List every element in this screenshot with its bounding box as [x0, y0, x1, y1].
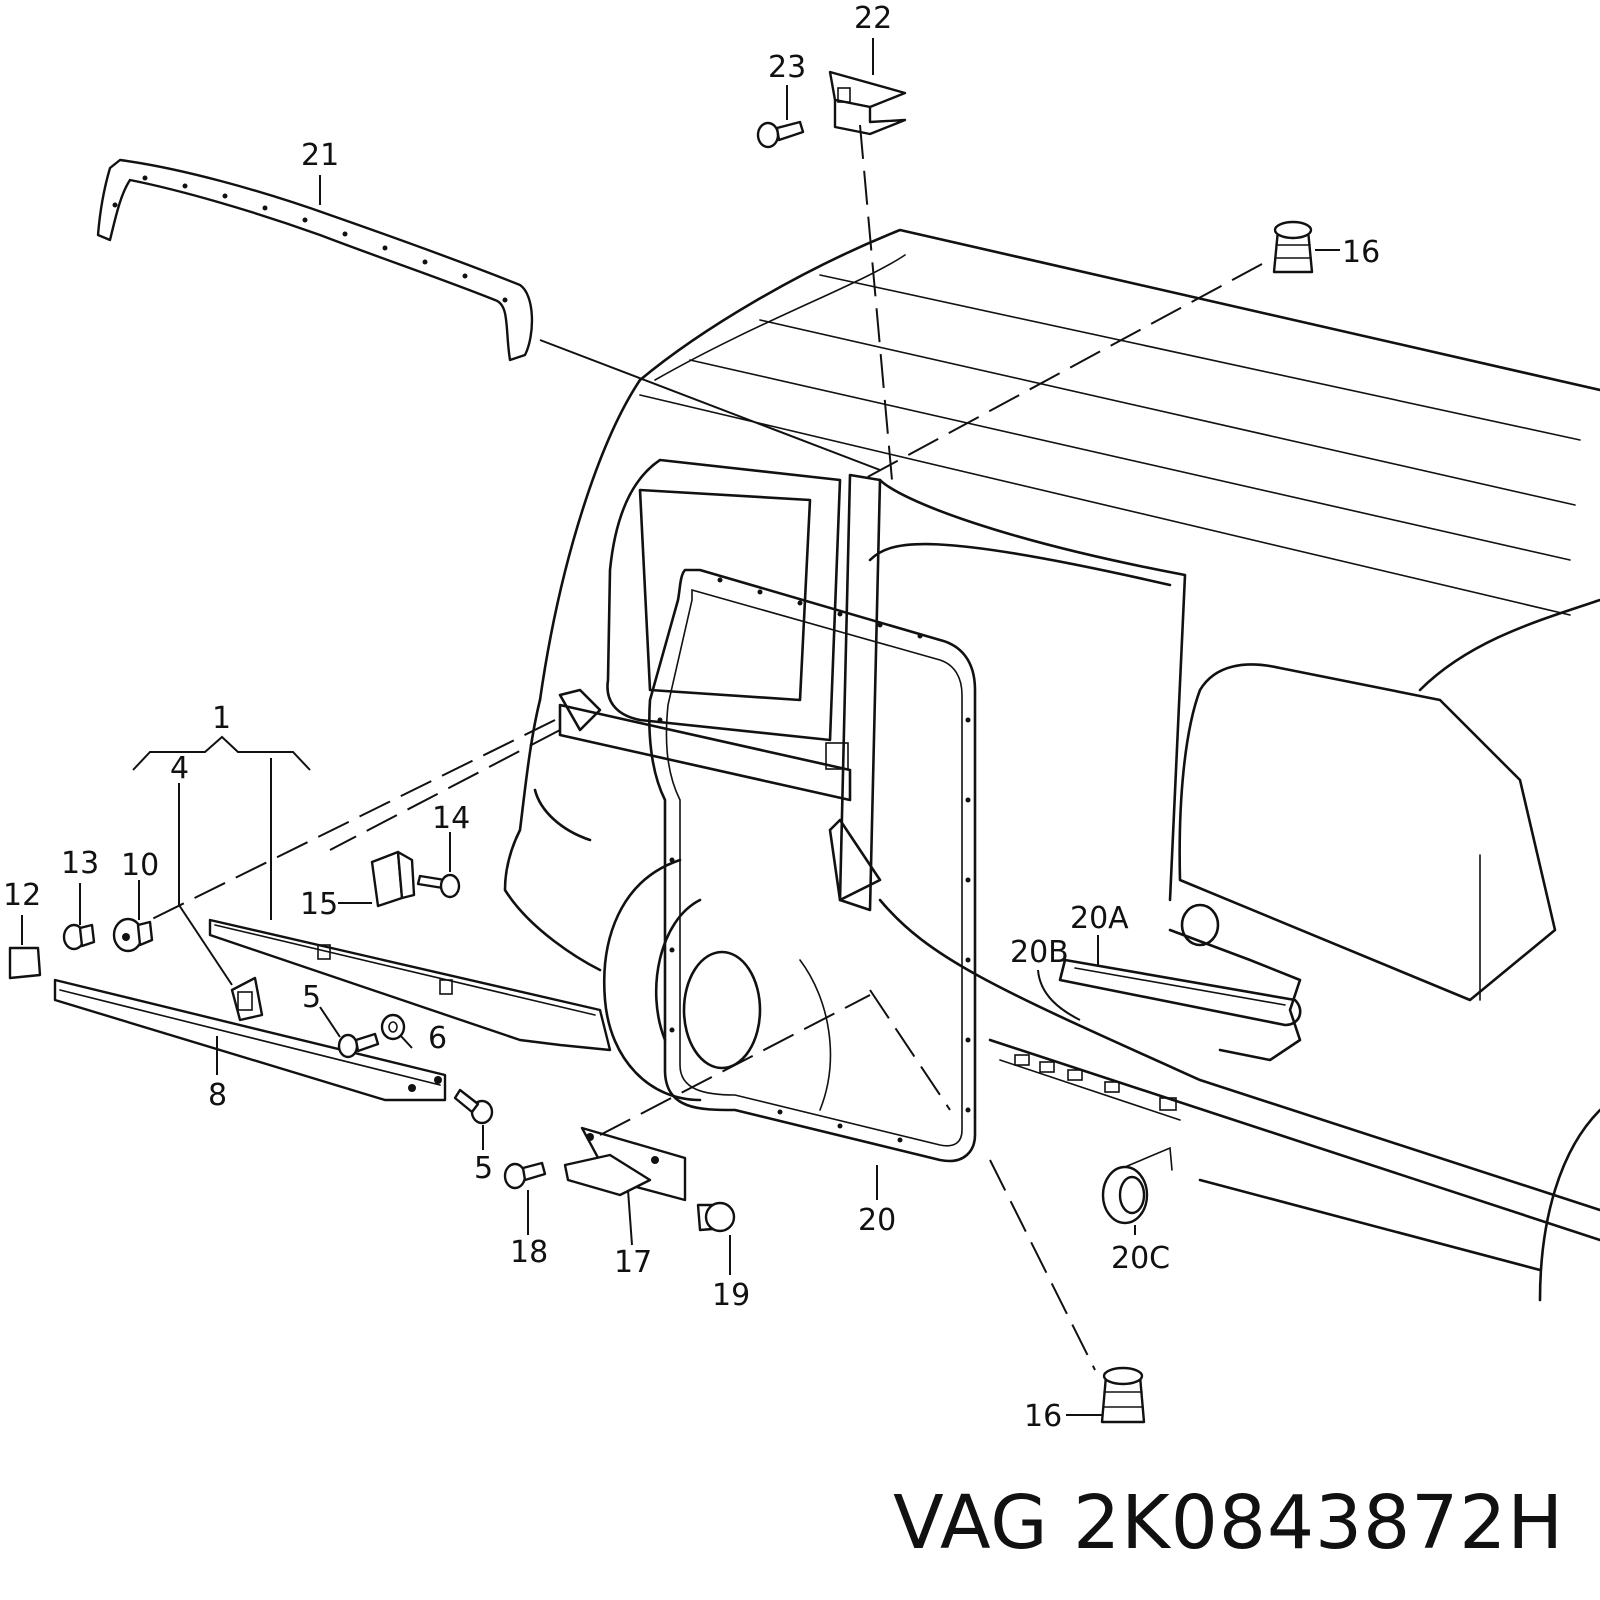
stopper-15 — [370, 850, 416, 908]
rear-wheel — [603, 858, 832, 1111]
side-trim-strip — [1058, 928, 1302, 1062]
rail-cover-8 — [53, 978, 447, 1102]
lower-bracket-17 — [563, 1126, 687, 1202]
clip-4 — [230, 976, 264, 1022]
callout-18: 18 — [510, 1235, 548, 1270]
callout-13: 13 — [61, 846, 99, 881]
callout-20: 20 — [858, 1203, 896, 1238]
grommet-13 — [62, 923, 96, 951]
callout-19: 19 — [712, 1278, 750, 1313]
screw-18 — [503, 1161, 547, 1190]
callout-10: 10 — [121, 848, 159, 883]
door-seal-frame — [558, 568, 977, 1163]
callout-6: 6 — [428, 1021, 447, 1056]
callout-23: 23 — [768, 50, 806, 85]
washer-6 — [380, 1013, 406, 1041]
screw-14 — [416, 873, 461, 899]
screw-5a — [337, 1032, 380, 1059]
callout-labels: 1 4 5 6 8 5 10 12 13 14 15 16 16 17 18 1… — [3, 1, 1380, 1434]
callout-20a: 20A — [1070, 901, 1129, 936]
cap-12 — [8, 946, 42, 980]
callout-5a: 5 — [302, 980, 321, 1015]
roof-rail-strip — [96, 158, 534, 362]
guide-roller-16-top — [1272, 220, 1314, 274]
callout-5b: 5 — [474, 1151, 493, 1186]
callout-1: 1 — [212, 701, 231, 736]
callout-4: 4 — [170, 751, 189, 786]
callout-16-bottom: 16 — [1024, 1399, 1062, 1434]
guide-roller-16-bottom — [1100, 1366, 1146, 1424]
vehicle-body — [503, 228, 1600, 1302]
screw-23 — [756, 120, 805, 149]
buffer-19 — [696, 1201, 736, 1233]
callout-15: 15 — [300, 887, 338, 922]
leader-lines — [21, 38, 1340, 1416]
callout-20c: 20C — [1111, 1241, 1170, 1276]
callout-17: 17 — [614, 1245, 652, 1280]
clip-nut-10 — [112, 917, 154, 953]
screw-5b — [453, 1088, 494, 1125]
upper-guide-bracket — [828, 70, 907, 136]
assembly-lines — [149, 124, 1263, 1371]
callout-8: 8 — [208, 1078, 227, 1113]
seal-roll-20c — [1101, 1146, 1173, 1225]
callout-16-top: 16 — [1342, 235, 1380, 270]
callout-14: 14 — [432, 801, 470, 836]
callout-20b: 20B — [1010, 935, 1069, 970]
lower-guide-rail — [208, 918, 612, 1052]
callout-12: 12 — [3, 878, 41, 913]
callout-22: 22 — [854, 1, 892, 36]
part-number-caption: VAG 2K0843872H — [893, 1480, 1564, 1566]
callout-21: 21 — [301, 138, 339, 173]
